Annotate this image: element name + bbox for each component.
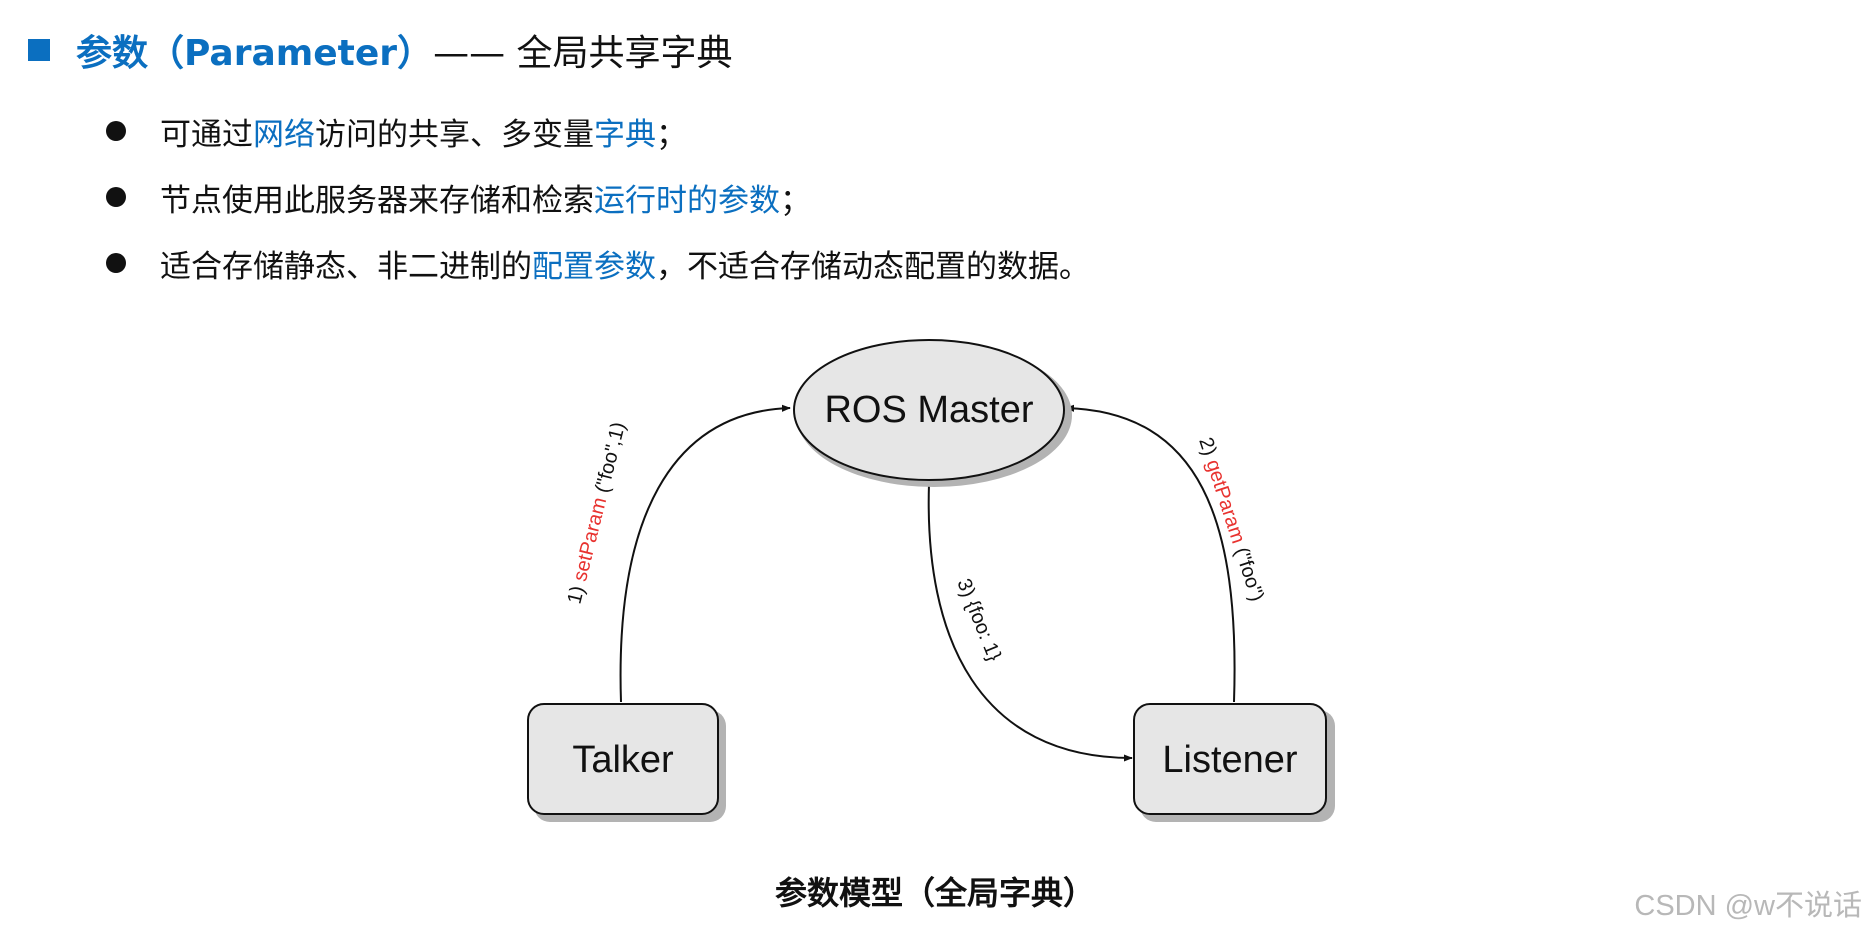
bullet-text: 适合存储静态、非二进制的 [160, 248, 532, 285]
edge-getparam-arrow [1065, 404, 1236, 703]
bullet-text: ； [780, 182, 811, 219]
watermark: CSDN @w不说话 [1634, 890, 1862, 922]
edge-getparam-label: 2) getParam ("foo") [1194, 435, 1268, 604]
bullet-highlight: 配置参数 [532, 248, 656, 285]
bullet-text: ； [656, 116, 687, 153]
edge-getparam-args: ("foo") [1228, 539, 1268, 604]
bullet-text: 可通过 [160, 116, 253, 153]
bullet-dot-icon [106, 253, 126, 273]
bullet-dot-icon [106, 187, 126, 207]
listener-node [1133, 703, 1327, 815]
edge-result-arrow [927, 483, 1133, 762]
heading-title-rest: —— 全局共享字典 [433, 33, 733, 74]
bullet-text: 访问的共享、多变量 [315, 116, 594, 153]
bullet-item-network: 可通过网络访问的共享、多变量字典； [106, 98, 1090, 164]
ros-master-label: ROS Master [824, 389, 1033, 431]
diagram-caption: 参数模型（全局字典） [774, 874, 1095, 912]
bullet-item-runtime: 节点使用此服务器来存储和检索运行时的参数； [106, 164, 1090, 230]
square-bullet-icon [28, 39, 50, 61]
bullet-list: 可通过网络访问的共享、多变量字典； 节点使用此服务器来存储和检索运行时的参数； … [106, 98, 1090, 296]
edge-result-label: 3) {foo: 1} [952, 576, 1005, 665]
listener-label: Listener [1162, 739, 1298, 781]
bullet-dot-icon [106, 121, 126, 141]
bullet-highlight: 运行时的参数 [594, 182, 780, 219]
bullet-highlight: 字典 [594, 116, 656, 153]
talker-node [527, 703, 719, 815]
bullet-item-static: 适合存储静态、非二进制的配置参数，不适合存储动态配置的数据。 [106, 230, 1090, 296]
section-heading: 参数（Parameter） —— 全局共享字典 [28, 26, 733, 74]
bullet-text: ，不适合存储动态配置的数据。 [656, 248, 1090, 285]
edge-setparam-arrow [619, 404, 791, 703]
edge-setparam-args: ("foo",1) [590, 420, 630, 501]
edge-setparam-label: 1) setParam ("foo",1) [564, 420, 630, 606]
ros-master-node [793, 339, 1065, 481]
heading-title-blue: 参数（Parameter） [76, 33, 434, 74]
edge-setparam-call: setParam [569, 495, 611, 583]
bullet-highlight: 网络 [253, 116, 315, 153]
edge-setparam-num: 1) [564, 578, 591, 606]
talker-label: Talker [572, 739, 674, 781]
bullet-text: 节点使用此服务器来存储和检索 [160, 182, 594, 219]
